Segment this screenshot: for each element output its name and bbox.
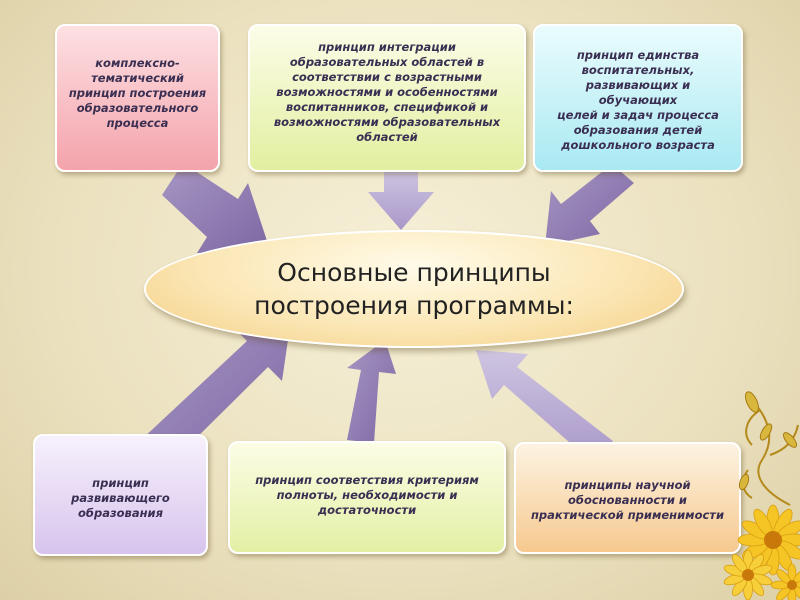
principle-text: принцип интеграции образовательных облас… bbox=[273, 40, 501, 144]
arrow-top-center bbox=[368, 170, 434, 230]
center-oval: Основные принципы построения программы: bbox=[144, 230, 684, 348]
arrow-bottom-left bbox=[141, 326, 290, 463]
principle-box-criteria: принцип соответствия критериям полноты, … bbox=[228, 441, 506, 554]
principle-box-developing: принцип развивающего образования bbox=[33, 434, 208, 556]
center-title: Основные принципы построения программы: bbox=[254, 258, 574, 320]
arrow-top-right bbox=[545, 164, 634, 246]
leaf-icon bbox=[738, 391, 798, 491]
principle-text: принцип развивающего образования bbox=[71, 476, 170, 520]
principle-text: принцип соответствия критериям полноты, … bbox=[255, 473, 479, 517]
daisy-flower-icon bbox=[723, 549, 773, 600]
principle-box-integration: принцип интеграции образовательных облас… bbox=[248, 24, 526, 172]
principle-text: комплексно- тематический принцип построе… bbox=[68, 56, 207, 130]
principle-box-thematic: комплексно- тематический принцип построе… bbox=[55, 24, 220, 172]
principle-box-unity: принцип единства воспитательных, развива… bbox=[533, 24, 743, 172]
vine-icon bbox=[742, 399, 799, 506]
principle-text: принципы научной обоснованности и практи… bbox=[530, 478, 725, 522]
arrow-top-left bbox=[162, 163, 270, 253]
arrow-bottom-right bbox=[476, 350, 613, 463]
principle-text: принцип единства воспитательных, развива… bbox=[557, 48, 719, 152]
arrow-bottom-center bbox=[347, 340, 396, 443]
principle-box-scientific: принципы научной обоснованности и практи… bbox=[514, 442, 741, 554]
